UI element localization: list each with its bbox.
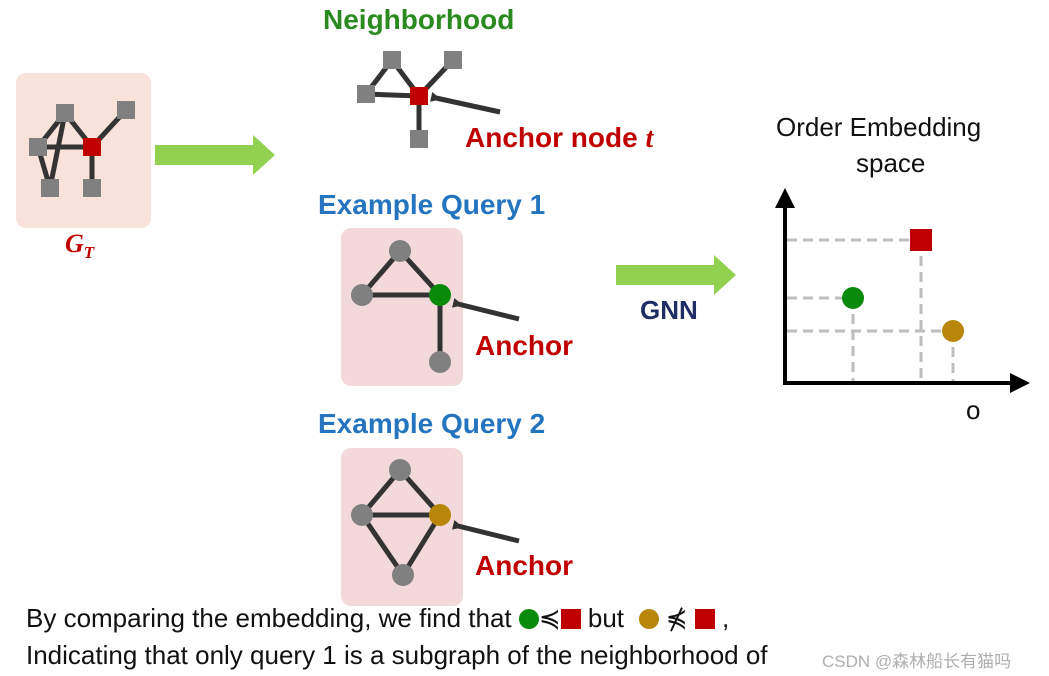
embedding-guides bbox=[787, 238, 955, 381]
caption-but: but bbox=[587, 603, 625, 633]
anchor-node-variable: t bbox=[645, 123, 654, 154]
embedding-point-gold bbox=[942, 320, 964, 342]
anchor-node-text: Anchor node bbox=[465, 122, 638, 153]
green-circle-icon bbox=[518, 609, 539, 629]
query2-anchor-pointer bbox=[451, 519, 520, 544]
caption-line1: By comparing the embedding, we find that… bbox=[26, 603, 729, 634]
query2-anchor-label: Anchor bbox=[475, 550, 573, 581]
caption-comma: , bbox=[722, 603, 730, 633]
query1-nodes bbox=[351, 240, 451, 373]
gnn-label: GNN bbox=[640, 295, 698, 325]
green-arrow-1 bbox=[155, 135, 275, 175]
watermark: CSDN @森林船长有猫吗 bbox=[822, 652, 1012, 671]
embedding-title-line2: space bbox=[856, 148, 926, 178]
gt-label-main: G bbox=[65, 229, 84, 258]
caption-line1-text: By comparing the embedding, we find that bbox=[26, 603, 512, 633]
embedding-point-red bbox=[910, 229, 932, 251]
query1-anchor-pointer bbox=[451, 297, 520, 322]
query2-nodes bbox=[351, 459, 451, 586]
neighborhood-title: Neighborhood bbox=[323, 4, 515, 35]
query1-title: Example Query 1 bbox=[318, 189, 546, 220]
target-graph bbox=[35, 108, 128, 189]
caption-line2: Indicating that only query 1 is a subgra… bbox=[26, 640, 768, 670]
gt-label-sub: T bbox=[83, 243, 95, 263]
not-preceq-symbol: ⋠ bbox=[665, 603, 688, 633]
query2-graph bbox=[359, 468, 443, 577]
target-graph-nodes bbox=[29, 101, 135, 197]
target-graph-label: GT bbox=[65, 228, 94, 263]
gold-circle-icon bbox=[638, 609, 659, 629]
preceq-symbol: ≼ bbox=[538, 603, 561, 633]
red-square-icon-2 bbox=[694, 609, 715, 629]
neighborhood-nodes bbox=[357, 51, 462, 148]
query1-anchor-label: Anchor bbox=[475, 330, 573, 361]
embedding-title-line1: Order Embedding bbox=[776, 112, 982, 142]
axis-origin-label: o bbox=[966, 395, 981, 425]
green-arrow-gnn bbox=[616, 255, 736, 295]
embedding-point-green bbox=[842, 287, 864, 309]
red-square-icon bbox=[560, 609, 581, 629]
anchor-node-label: Anchor node t bbox=[465, 122, 653, 155]
query2-title: Example Query 2 bbox=[318, 408, 546, 439]
query1-graph bbox=[360, 249, 443, 362]
anchor-node-pointer bbox=[430, 92, 501, 115]
